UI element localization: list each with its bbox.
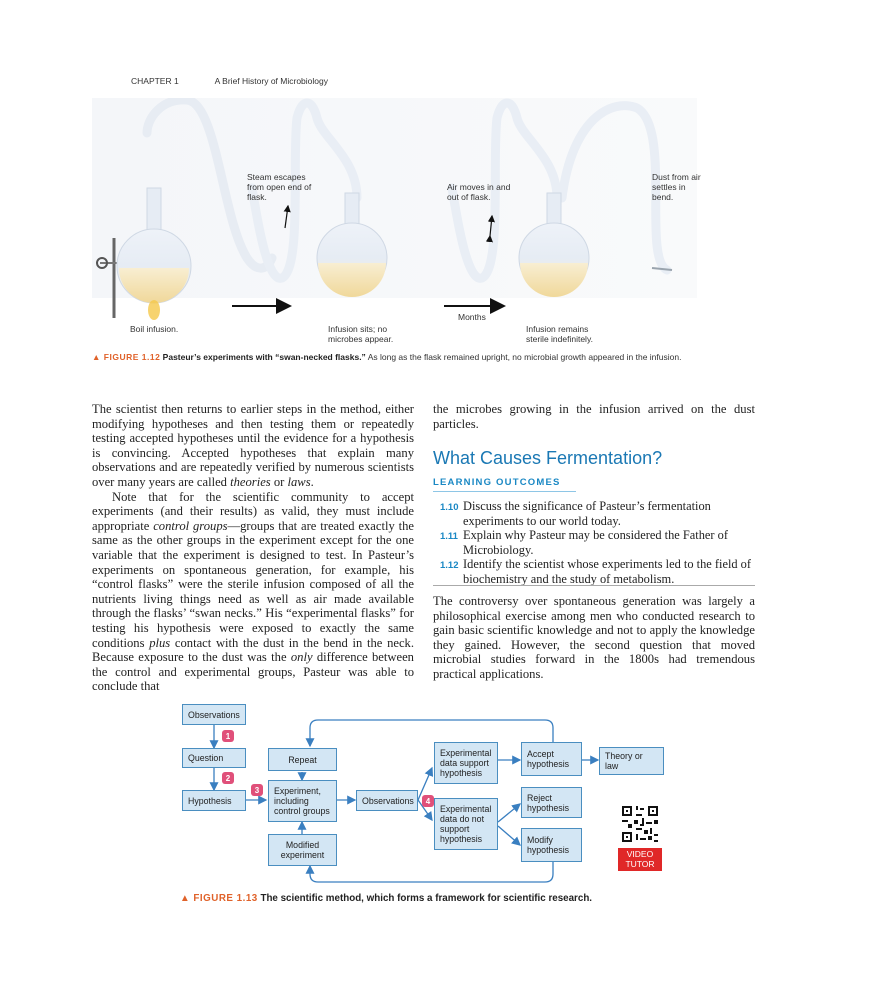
swan-neck-flask-illustration xyxy=(92,95,697,320)
running-head: CHAPTER 1 A Brief History of Microbiolog… xyxy=(131,76,328,86)
left-column: The scientist then returns to earlier st… xyxy=(92,402,414,694)
annotation-dust: Dust from air settles in bend. xyxy=(652,172,701,202)
figure-1-13: Observations Question Hypothesis Repeat … xyxy=(180,702,690,888)
learning-outcome-number: 1.11 xyxy=(440,531,458,542)
left-p1-text: The scientist then returns to earlier st… xyxy=(92,402,414,489)
box-observations-result: Observations xyxy=(356,790,418,811)
learning-outcome-text: Discuss the significance of Pasteur’s fe… xyxy=(463,499,711,528)
video-tutor-badge[interactable]: VIDEO TUTOR xyxy=(618,848,662,871)
step-badge-4: 4 xyxy=(422,795,434,807)
annotation-months: Months xyxy=(458,312,486,322)
left-p2-text-b: —groups that are treated exactly the sam… xyxy=(92,518,414,650)
learning-outcomes-list: 1.10 Discuss the significance of Pasteur… xyxy=(440,499,756,586)
annotation-sits: Infusion sits; no microbes appear. xyxy=(328,324,394,344)
left-p2-text-a: Note that for the scientific community t… xyxy=(92,489,414,533)
right-paragraph-1: the microbes growing in the infusion arr… xyxy=(433,402,755,431)
flask-sitting xyxy=(247,98,388,297)
learning-outcome: 1.11 Explain why Pasteur may be consider… xyxy=(440,528,756,557)
learning-outcome-text: Explain why Pasteur may be considered th… xyxy=(463,528,728,557)
figure-1-13-caption: ▲ FIGURE 1.13 The scientific method, whi… xyxy=(180,893,592,904)
figure-1-12-caption: ▲ FIGURE 1.12 Pasteur’s experiments with… xyxy=(92,352,754,363)
figure-1-12-label: ▲ FIGURE 1.12 xyxy=(92,352,161,362)
box-observations-start: Observations xyxy=(182,704,246,725)
right-column-intro: the microbes growing in the infusion arr… xyxy=(433,402,755,431)
box-modified-experiment: Modified experiment xyxy=(268,834,337,866)
learning-outcome-number: 1.10 xyxy=(440,502,459,513)
term-laws: laws xyxy=(287,474,311,489)
figure-1-12-text: As long as the flask remained upright, n… xyxy=(367,352,682,362)
learning-outcome: 1.10 Discuss the significance of Pasteur… xyxy=(440,499,756,528)
term-control-groups: control groups xyxy=(153,518,228,533)
left-p2-text-d: difference between the control and exper… xyxy=(92,650,414,694)
flask-boiling xyxy=(96,95,277,320)
qr-code-icon[interactable] xyxy=(620,804,660,844)
box-accept-hypothesis: Accept hypothesis xyxy=(521,742,582,776)
box-repeat: Repeat xyxy=(268,748,337,771)
annotation-steam: Steam escapes from open end of flask. xyxy=(247,172,312,202)
chapter-title: A Brief History of Microbiology xyxy=(214,76,328,86)
figure-1-13-label: ▲ FIGURE 1.13 xyxy=(180,893,258,904)
figure-1-12-title: Pasteur’s experiments with “swan-necked … xyxy=(162,352,366,362)
box-hypothesis: Hypothesis xyxy=(182,790,246,811)
left-paragraph-1: The scientist then returns to earlier st… xyxy=(92,402,414,489)
figure-1-12: Steam escapes from open end of flask. Ai… xyxy=(92,95,752,348)
steam-arrow xyxy=(283,204,291,229)
learning-outcome-number: 1.12 xyxy=(440,560,459,571)
illustration-background xyxy=(92,98,697,298)
right-paragraph-2: The controversy over spontaneous generat… xyxy=(433,594,755,681)
term-only: only xyxy=(290,650,313,665)
step-badge-1: 1 xyxy=(222,730,234,742)
left-p1-or: or xyxy=(273,474,285,489)
term-plus: plus xyxy=(149,635,171,650)
learning-outcome-text: Identify the scientist whose experiments… xyxy=(463,557,752,586)
box-experiment: Experiment, including control groups xyxy=(268,780,337,822)
chapter-label: CHAPTER 1 xyxy=(131,76,179,86)
air-arrow xyxy=(485,214,495,243)
left-paragraph-2: Note that for the scientific community t… xyxy=(92,490,414,694)
annotation-boil: Boil infusion. xyxy=(130,324,179,334)
left-p2-text-c: contact with the dust in the bend in the… xyxy=(92,635,415,665)
box-reject-hypothesis: Reject hypothesis xyxy=(521,787,582,818)
section-heading: What Causes Fermentation? xyxy=(433,448,663,468)
step-badge-3: 3 xyxy=(251,784,263,796)
term-theories: theories xyxy=(230,474,271,489)
box-modify-hypothesis: Modify hypothesis xyxy=(521,828,582,862)
box-data-no-support: Experimental data do not support hypothe… xyxy=(434,798,498,850)
learning-outcomes-heading: LEARNING OUTCOMES xyxy=(433,477,576,492)
box-data-support: Experimental data support hypothesis xyxy=(434,742,498,784)
figure-1-13-text: The scientific method, which forms a fra… xyxy=(260,893,593,904)
flowchart-connectors xyxy=(209,719,600,883)
learning-outcome: 1.12 Identify the scientist whose experi… xyxy=(440,557,756,586)
annotation-sterile: Infusion remains sterile indefinitely. xyxy=(526,324,593,344)
learning-outcomes-divider xyxy=(433,585,755,586)
step-badge-2: 2 xyxy=(222,772,234,784)
annotation-air: Air moves in and out of flask. xyxy=(447,182,511,202)
flask-sterile xyxy=(447,98,673,297)
box-question: Question xyxy=(182,748,246,768)
box-theory-or-law: Theory or law xyxy=(599,747,664,775)
